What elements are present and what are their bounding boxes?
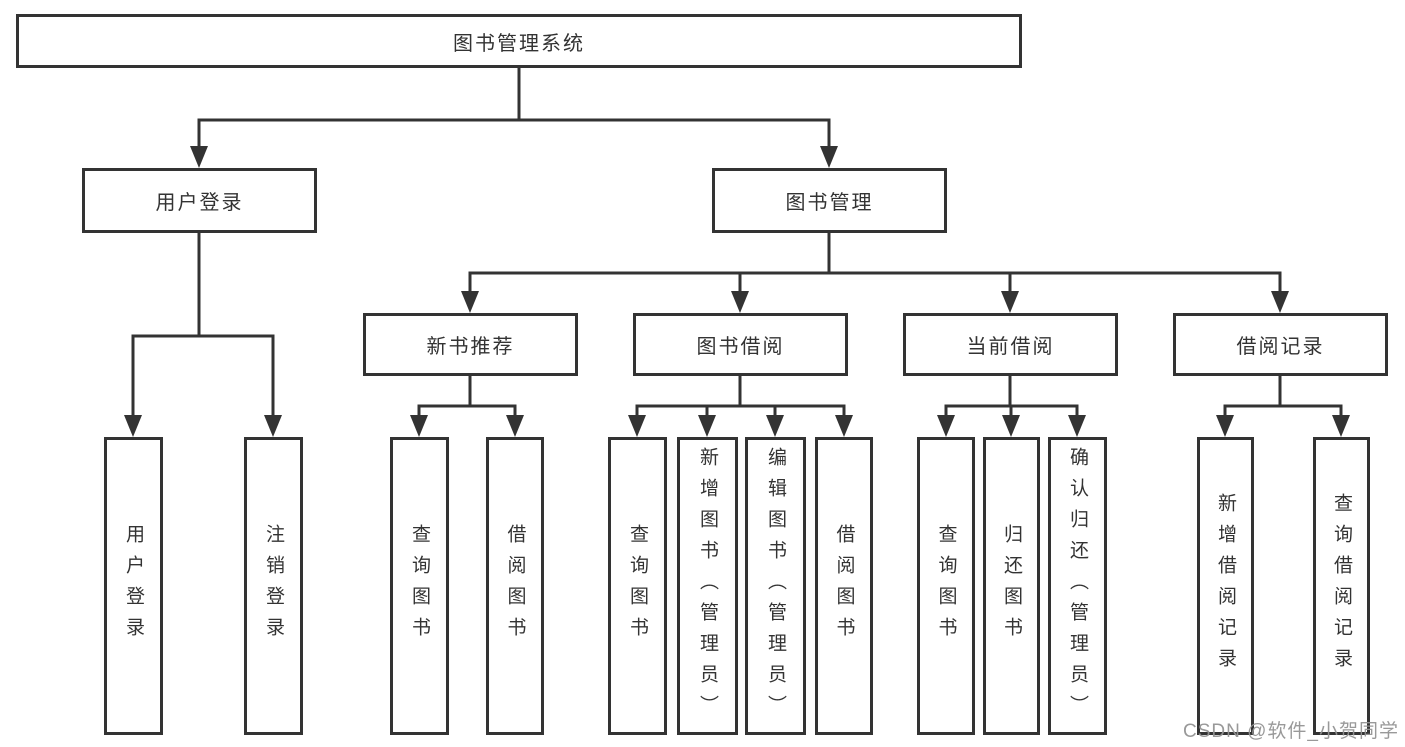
node-current-borrow: 当前借阅 xyxy=(903,313,1118,376)
node-user-login-label: 用户登录 xyxy=(155,192,244,214)
leaf-borrow-query-books: 查询图书 xyxy=(608,437,667,735)
leaf-borrow-edit-books-admin: 编辑图书（管理员） xyxy=(745,437,806,735)
leaf-current-query-books: 查询图书 xyxy=(917,437,975,735)
node-new-book-recommend: 新书推荐 xyxy=(363,313,578,376)
leaf-current-return-books-label: 归还图书 xyxy=(1001,524,1022,648)
leaf-borrow-add-books-admin-label: 新增图书（管理员） xyxy=(697,446,718,726)
leaf-user-login: 用户登录 xyxy=(104,437,163,735)
node-book-management: 图书管理 xyxy=(712,168,947,233)
leaf-records-query-record: 查询借阅记录 xyxy=(1313,437,1370,735)
leaf-recommend-query-books-label: 查询图书 xyxy=(409,524,430,648)
csdn-watermark: CSDN @软件_小贺同学 xyxy=(1183,721,1399,742)
node-borrow-records-label: 借阅记录 xyxy=(1236,336,1325,358)
leaf-current-return-books: 归还图书 xyxy=(983,437,1040,735)
node-borrow-records: 借阅记录 xyxy=(1173,313,1388,376)
leaf-recommend-borrow-books: 借阅图书 xyxy=(486,437,544,735)
leaf-user-login-label: 用户登录 xyxy=(123,524,144,648)
leaf-borrow-edit-books-admin-label: 编辑图书（管理员） xyxy=(765,446,786,726)
leaf-borrow-borrow-books-label: 借阅图书 xyxy=(833,524,855,648)
leaf-records-query-record-label: 查询借阅记录 xyxy=(1331,493,1352,679)
leaf-current-confirm-return-admin: 确认归还（管理员） xyxy=(1048,437,1107,735)
leaf-current-query-books-label: 查询图书 xyxy=(935,524,957,648)
leaf-logout: 注销登录 xyxy=(244,437,303,735)
leaf-borrow-borrow-books: 借阅图书 xyxy=(815,437,873,735)
leaf-records-add-record: 新增借阅记录 xyxy=(1197,437,1254,735)
leaf-recommend-query-books: 查询图书 xyxy=(390,437,449,735)
node-root: 图书管理系统 xyxy=(16,14,1022,68)
node-current-borrow-label: 当前借阅 xyxy=(966,336,1055,358)
node-user-login: 用户登录 xyxy=(82,168,317,233)
leaf-borrow-add-books-admin: 新增图书（管理员） xyxy=(677,437,738,735)
leaf-current-confirm-return-admin-label: 确认归还（管理员） xyxy=(1067,446,1088,726)
leaf-logout-label: 注销登录 xyxy=(263,524,284,648)
leaf-records-add-record-label: 新增借阅记录 xyxy=(1215,493,1236,679)
node-new-book-recommend-label: 新书推荐 xyxy=(426,336,515,358)
node-book-borrow: 图书借阅 xyxy=(633,313,848,376)
node-root-label: 图书管理系统 xyxy=(453,32,585,55)
node-book-management-label: 图书管理 xyxy=(785,192,874,214)
leaf-borrow-query-books-label: 查询图书 xyxy=(627,524,648,648)
arrowheads xyxy=(124,146,1350,437)
node-book-borrow-label: 图书借阅 xyxy=(696,336,785,358)
leaf-recommend-borrow-books-label: 借阅图书 xyxy=(504,524,526,648)
